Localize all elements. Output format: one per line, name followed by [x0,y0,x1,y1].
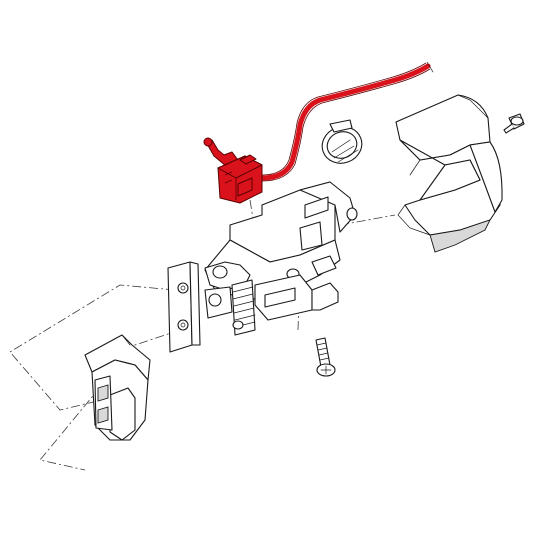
hose-clamp [321,119,363,164]
axis-line-end-cap-top [9,284,176,411]
lever-roller [203,137,213,147]
assembly-axis-lines [9,199,396,471]
axis-line-end-cap-bottom [39,329,181,471]
bolt-head-bottom [177,319,189,331]
bolt-head-top [177,282,189,294]
end-cap [84,334,151,441]
switch-lever [205,139,239,167]
axis-line-cover [339,214,396,226]
cable [259,63,431,181]
lower-screw [315,337,336,377]
switch-with-cable[interactable] [203,61,434,204]
hinge-bracket [204,181,358,336]
cover-shell [395,94,503,253]
mounting-plate [167,261,201,353]
cover-screw [503,113,525,134]
